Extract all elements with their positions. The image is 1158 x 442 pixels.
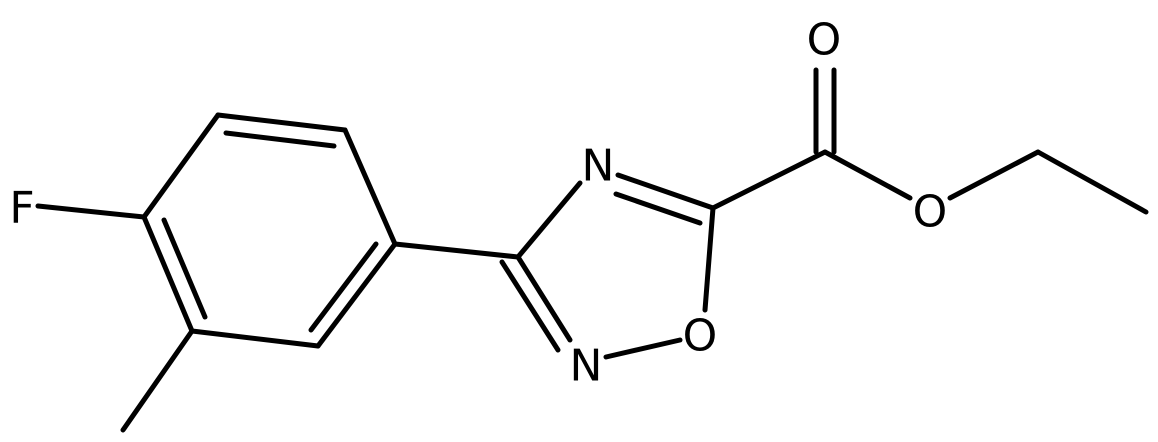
bond-n2-c3: [515, 254, 573, 343]
atom-carbonyl-oxygen: O: [807, 15, 842, 66]
bond-n4-c5: [615, 172, 716, 211]
bond-ring-c4-c5: [189, 328, 321, 349]
atom-ring-oxygen: O: [683, 311, 718, 362]
bond-carbonyl-ester-o: [822, 149, 913, 201]
bond-ch2-ch3: [1035, 149, 1149, 215]
bond-ring-c1-c2: [215, 112, 348, 133]
bond-ring-c6-c1: [141, 112, 221, 220]
bond-ring-c5-c6: [141, 214, 195, 334]
atom-nitrogen-top: N: [582, 141, 615, 192]
ethyl-ester: [710, 67, 1149, 215]
bond-c3-n4: [515, 180, 583, 260]
bond-ring-inner-c3-c4: [308, 241, 379, 333]
bond-methyl: [120, 328, 195, 433]
bond-aryl-oxadiazole: [392, 241, 521, 260]
bond-n4-c5-double: [613, 191, 703, 226]
bond-c5-carbonyl: [710, 149, 828, 211]
bond-c5-o1: [702, 205, 716, 313]
bond-ring-inner-c1-c2: [223, 130, 337, 149]
bond-n2-c3-double: [499, 259, 561, 353]
atom-fluorine: F: [9, 183, 34, 234]
bond-ester-o-ch2: [947, 149, 1041, 201]
bond-ring-inner-c5-c6: [161, 217, 208, 320]
oxadiazole-ring: [499, 172, 716, 360]
bond-c-f: [35, 203, 147, 220]
atom-ester-oxygen: O: [913, 187, 948, 238]
benzene-ring: [141, 112, 398, 349]
bond-ring-c2-c3: [342, 127, 398, 247]
bond-o1-n2: [603, 337, 683, 360]
atom-nitrogen-bottom: N: [570, 341, 603, 392]
bond-ring-c3-c4: [315, 241, 398, 349]
